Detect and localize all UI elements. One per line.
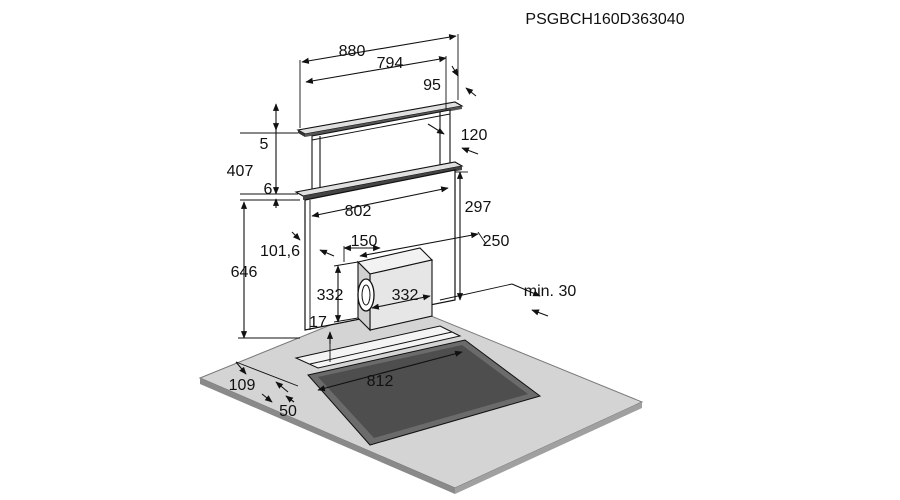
label-5: 5 xyxy=(260,136,269,153)
label-812: 812 xyxy=(367,373,394,390)
label-332-width: 332 xyxy=(392,287,419,304)
label-802: 802 xyxy=(345,203,372,220)
label-646: 646 xyxy=(231,264,258,281)
label-min-30: min. 30 xyxy=(524,283,577,300)
dimension-lines xyxy=(235,34,549,403)
label-250: 250 xyxy=(483,233,510,250)
label-109: 109 xyxy=(229,377,256,394)
label-407: 407 xyxy=(227,163,254,180)
top-cap xyxy=(296,101,464,137)
label-150: 150 xyxy=(351,233,378,250)
label-297: 297 xyxy=(465,199,492,216)
dimension-labels: 880 794 95 120 5 407 6 802 297 150 250 1… xyxy=(227,43,577,420)
label-880: 880 xyxy=(339,43,366,60)
label-120: 120 xyxy=(461,127,488,144)
label-95: 95 xyxy=(423,77,441,94)
label-6: 6 xyxy=(264,181,273,198)
label-332-height: 332 xyxy=(317,287,344,304)
label-101-6: 101,6 xyxy=(260,243,300,260)
label-794: 794 xyxy=(377,55,404,72)
model-code: PSGBCH160D363040 xyxy=(525,11,684,28)
label-50: 50 xyxy=(279,403,297,420)
label-17: 17 xyxy=(309,314,327,331)
